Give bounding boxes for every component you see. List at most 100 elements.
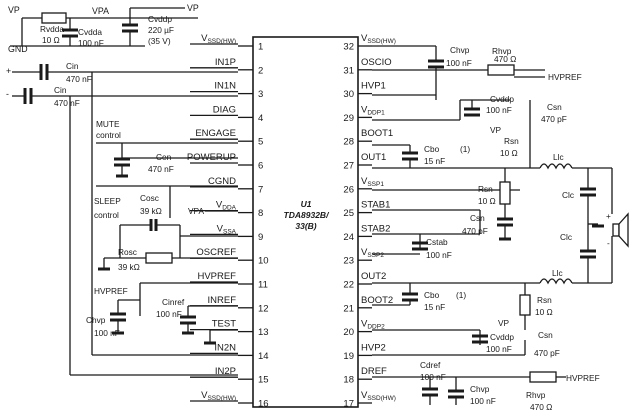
vp-label-top: VP	[187, 3, 199, 13]
csn1-value: 470 pF	[541, 114, 567, 124]
vp-label-left: VP	[8, 5, 20, 15]
cbo1-note: (1)	[460, 144, 470, 154]
pin-number-16: 16	[258, 399, 269, 410]
pin-name-23: VSSP2	[361, 247, 384, 259]
pin-number-32: 32	[343, 42, 354, 53]
pin-name-15: IN2P	[215, 366, 236, 377]
cstab-name: Cstab	[426, 237, 448, 247]
ic-part-line2: 33(B)	[295, 221, 316, 231]
pin-name-1: VSSD(HW)	[201, 33, 236, 45]
speaker-minus: -	[607, 238, 610, 248]
pin-name-2: IN1P	[215, 57, 236, 68]
pin-number-15: 15	[258, 375, 269, 386]
cvddp-r2-name: Cvddp	[490, 332, 514, 342]
rhvp-top-value: 470 Ω	[494, 54, 516, 64]
pin-number-12: 12	[258, 303, 269, 314]
pin-number-18: 18	[343, 375, 354, 386]
pin-number-8: 8	[258, 208, 263, 219]
clc1-name: Clc	[562, 190, 574, 200]
input-minus-label: -	[6, 89, 9, 99]
pin-number-28: 28	[343, 137, 354, 148]
pin-number-31: 31	[343, 65, 354, 76]
pin-name-29: VDDP1	[361, 104, 385, 116]
output2-network: Llc Cbo (1) 15 nF Rsn 10 Ω Csn 470 pF VP…	[372, 268, 612, 412]
pin-number-25: 25	[343, 208, 354, 219]
cvddp-top-rating: (35 V)	[148, 36, 171, 46]
cen-value: 470 nF	[148, 164, 174, 174]
pin-number-30: 30	[343, 89, 354, 100]
rvdda-name: Rvdda	[40, 24, 64, 34]
control-network: MUTE control Cen 470 nF SLEEP control Co…	[94, 119, 238, 272]
chvp-left-name: Chvp	[86, 315, 106, 325]
svg-text:Rvdda: Rvdda	[40, 24, 64, 34]
llc1-name: Llc	[553, 152, 564, 162]
mute-label-1: MUTE	[96, 119, 120, 129]
pin-number-9: 9	[258, 232, 263, 243]
rvdda-value: 10 Ω	[42, 35, 60, 45]
chvp-tr-value: 100 nF	[446, 58, 472, 68]
vp-label-r1: VP	[490, 125, 502, 135]
vpa-label-top: VPA	[92, 6, 109, 16]
stab-network: Rsn 10 Ω Csn 470 pF Cstab 100 nF Clc Clc…	[372, 168, 629, 283]
pin-name-31: OSCIO	[361, 57, 392, 68]
pin-number-7: 7	[258, 184, 263, 195]
sleep-label-1: SLEEP	[94, 196, 121, 206]
pin-number-2: 2	[258, 65, 263, 76]
csn-mid-name: Csn	[470, 213, 485, 223]
vpa-label-mid: VPA	[188, 206, 204, 216]
rosc-resistor	[145, 252, 173, 264]
gnd-label: GND	[8, 44, 28, 54]
hvpref-left-label: HVPREF	[94, 286, 128, 296]
pin-name-24: STAB2	[361, 223, 390, 234]
cosc-value: 39 kΩ	[140, 206, 162, 216]
rsn1-value: 10 Ω	[500, 148, 518, 158]
cvddp-top-value: 220 µF	[148, 25, 174, 35]
sleep-label-2: control	[94, 210, 119, 220]
pin-number-13: 13	[258, 327, 269, 338]
cvddp-top-name: Cvddp	[148, 14, 172, 24]
cvddp-r1-name: Cvddp	[490, 94, 514, 104]
csn2-value: 470 pF	[534, 348, 560, 358]
rsn-mid-value: 10 Ω	[478, 196, 496, 206]
csn2-name: Csn	[538, 330, 553, 340]
cinref-name: Cinref	[162, 297, 185, 307]
csn-mid-value: 470 pF	[462, 226, 488, 236]
rosc-name: Rosc	[118, 247, 137, 257]
pin-name-20: VDDP2	[361, 319, 385, 331]
cin2-value: 470 nF	[54, 98, 80, 108]
pin-name-27: OUT1	[361, 152, 386, 163]
pin-name-12: INREF	[208, 295, 237, 306]
pin-number-22: 22	[343, 280, 354, 291]
pin-number-5: 5	[258, 137, 263, 148]
rosc-value: 39 kΩ	[118, 262, 140, 272]
cstab-value: 100 nF	[426, 250, 452, 260]
rsn-mid-name: Rsn	[478, 184, 493, 194]
pin-number-6: 6	[258, 161, 263, 172]
speaker-icon	[612, 212, 629, 248]
cinref-value: 100 nF	[156, 309, 182, 319]
vp-label-r2: VP	[498, 318, 510, 328]
pin-name-22: OUT2	[361, 271, 386, 282]
pin-name-16: VSSD(HW)	[201, 390, 236, 402]
rhvp-top-resistor	[487, 64, 515, 76]
pin-name-17: VSSD(HW)	[361, 390, 396, 402]
rhvp-top-name: Rhvp	[492, 46, 512, 56]
cvdda-name: Cvdda	[78, 27, 102, 37]
pin-name-19: HVP2	[361, 342, 386, 353]
mute-label-2: control	[96, 130, 121, 140]
pin-name-21: BOOT2	[361, 295, 393, 306]
pin-number-21: 21	[343, 303, 354, 314]
pin-name-14: IN2N	[214, 342, 236, 353]
pin-name-9: VSSA	[217, 223, 237, 235]
rhvp-bot-value: 470 Ω	[530, 402, 552, 412]
cosc-name: Cosc	[140, 193, 159, 203]
cbo1-name: Cbo	[424, 144, 440, 154]
cen-name: Cen	[156, 152, 172, 162]
pin-number-17: 17	[343, 399, 354, 410]
pin-number-26: 26	[343, 184, 354, 195]
pin-name-30: HVP1	[361, 81, 386, 92]
cdref-name: Cdref	[420, 360, 441, 370]
pin-number-20: 20	[343, 327, 354, 338]
llc2-name: Llc	[552, 268, 563, 278]
pin-number-23: 23	[343, 256, 354, 267]
